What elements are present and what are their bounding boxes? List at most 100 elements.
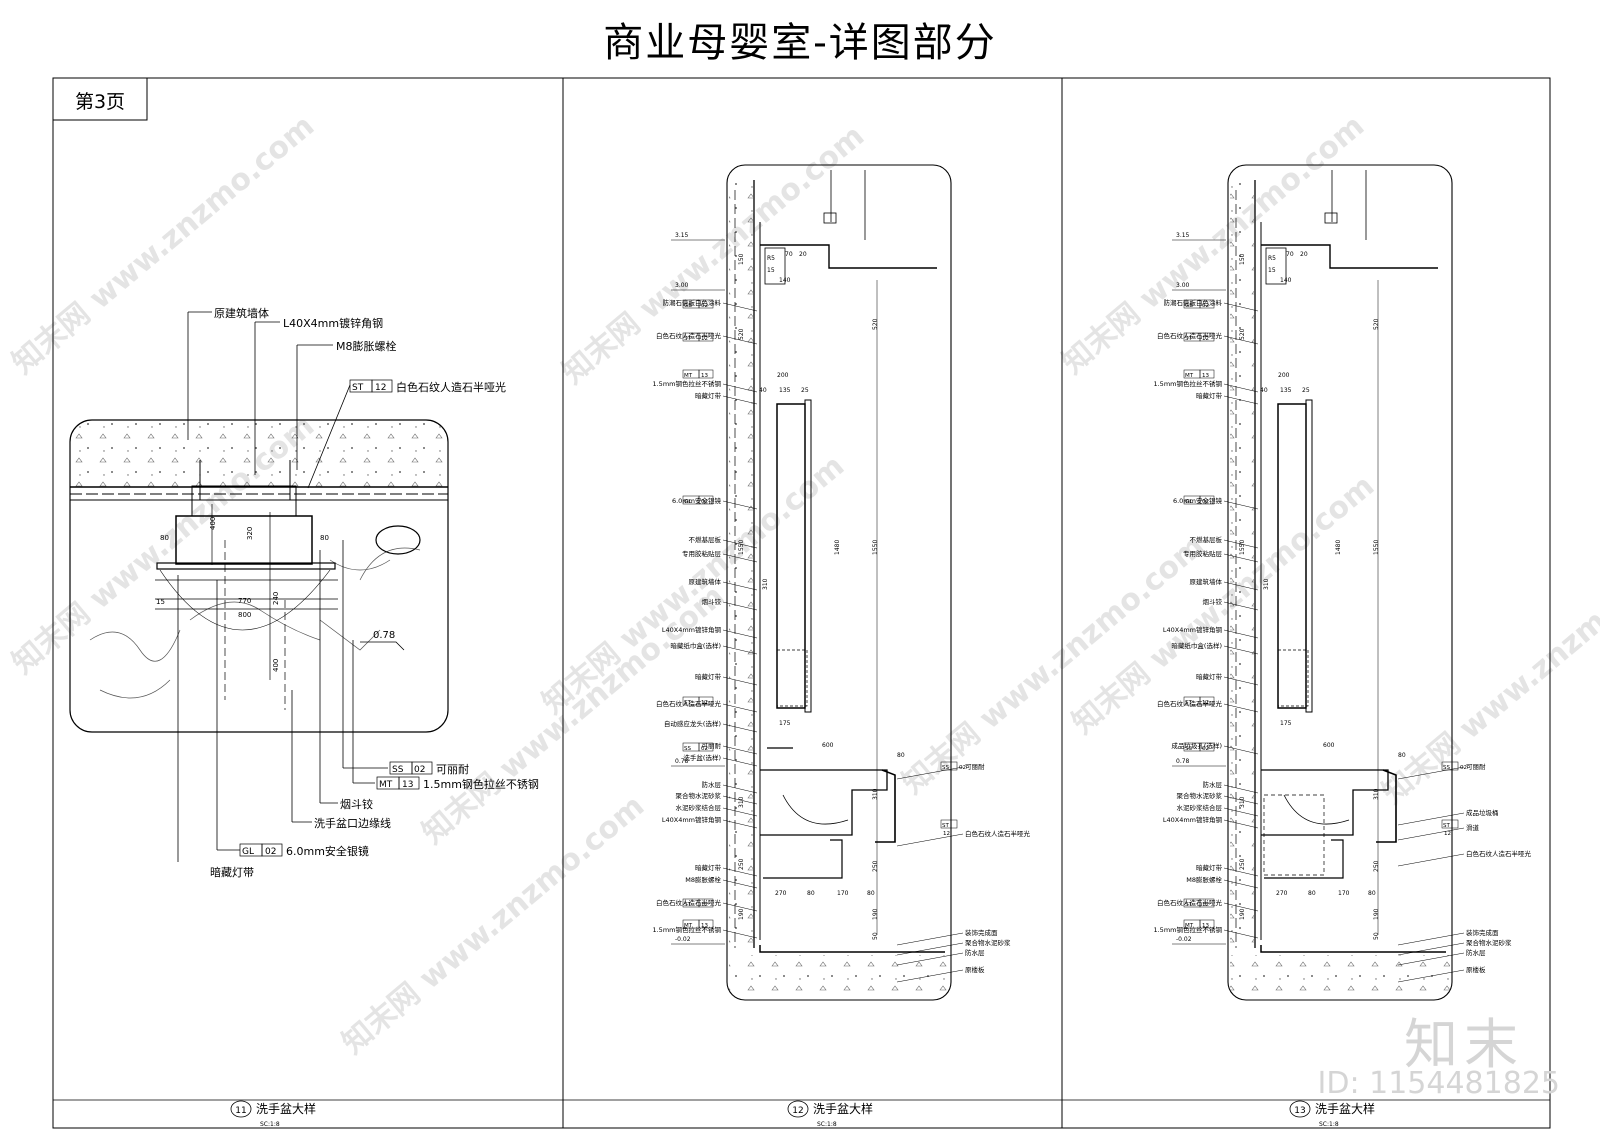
section-tag-num-3: 02 (701, 499, 708, 505)
section-label-15: 洗手盆(选样) (683, 753, 721, 762)
sheet-frame (52, 77, 1551, 1129)
dim-240: 240 (272, 592, 280, 605)
label-leader (722, 302, 758, 312)
label-leader (1223, 795, 1259, 805)
label-leader (1223, 539, 1259, 549)
section-tag-num-0: 02 (701, 303, 708, 309)
section-label-17: L40X4mm镀锌角钢 (1163, 815, 1223, 824)
tag-box (698, 919, 714, 929)
label-leader (1397, 952, 1465, 966)
footer-13: 13 洗手盆大样 SC:1:8 (1289, 1100, 1375, 1128)
section-label-9: L40X4mm镀锌角钢 (662, 625, 722, 634)
section-dim-v-3: 310 (738, 796, 745, 808)
section-tag-num-1: 12 (701, 336, 708, 342)
section-dim-h-11: R5 (767, 255, 775, 262)
section-label-11: 暗藏灯带 (695, 672, 722, 681)
label-leader (722, 395, 758, 405)
label-leader (896, 942, 964, 956)
section-dim-h-0: 200 (1278, 372, 1290, 379)
label-hinge: 烟斗铰 (340, 797, 373, 811)
label-expansion-bolt: M8膨胀螺栓 (336, 339, 397, 353)
ceiling-line (1261, 244, 1438, 269)
section-label-5: 不燃基层板 (1190, 535, 1223, 544)
label-leader (722, 757, 758, 767)
label-leader (1223, 745, 1259, 755)
section-dim-h-9: 80 (867, 890, 875, 897)
wall-hatch (729, 180, 753, 948)
section-level-0: 3.15 (675, 232, 689, 239)
section-label-8: 烟斗铰 (1203, 597, 1223, 606)
section-dim-v-10: 310 (872, 788, 879, 800)
label-leader (1223, 645, 1259, 655)
section-dim-v-6: 520 (1373, 318, 1380, 330)
label-leader (1397, 812, 1465, 826)
section-dim-v-9: 310 (762, 578, 769, 590)
label-leader (1397, 827, 1465, 841)
label-leader (896, 952, 964, 966)
dim-80a: 80 (160, 534, 169, 542)
section-level-3: -0.02 (1176, 936, 1192, 943)
section-tag-code-6: ST (1185, 902, 1192, 908)
tag-box (1441, 761, 1459, 771)
section-dim-v-1: 520 (738, 328, 745, 340)
footer-12: 12 洗手盆大样 SC:1:8 (787, 1100, 873, 1128)
section-dim-v-9: 310 (1263, 578, 1270, 590)
tag-box (698, 742, 714, 752)
section-dim-h-8: 170 (1338, 890, 1350, 897)
label-leader (722, 879, 758, 889)
dim-80b: 80 (320, 534, 329, 542)
section-label-15: 聚合物水泥砂浆 (1177, 791, 1223, 800)
section-right-label-0: 可丽耐 (965, 763, 985, 771)
label-leader (722, 553, 758, 563)
section-dim-h-8: 170 (837, 890, 849, 897)
section-label-3: 暗藏灯带 (1196, 391, 1223, 400)
section-label-14: 防水层 (1203, 780, 1223, 789)
section-right-label-2: 滑道 (1466, 823, 1480, 832)
tag-box (698, 332, 714, 342)
section-right-label-3: 聚合物水泥砂浆 (965, 938, 1011, 947)
label-leader (1223, 703, 1259, 713)
label-leader (1397, 942, 1465, 956)
lower-panel (1264, 839, 1344, 879)
section-dim-h-6: 270 (775, 890, 787, 897)
label-leader (1223, 867, 1259, 877)
mirror-cabinet (776, 403, 806, 709)
label-leader (1223, 581, 1259, 591)
label-leader (1223, 601, 1259, 611)
section-tag-code-3: GL (1185, 499, 1193, 505)
section-dim-h-7: 80 (1308, 890, 1316, 897)
section-label-16: 防水层 (702, 780, 722, 789)
section-tag-num-5: 02 (701, 746, 708, 752)
section-label-22: 白色石纹人造石半哑光 (656, 898, 722, 907)
section-tag-num-2: 13 (701, 373, 708, 379)
section-level-1: 3.00 (675, 282, 689, 289)
section-label-5: 不燃基层板 (689, 535, 722, 544)
counter-edge (875, 769, 896, 843)
right-tag-num-0: 02 (959, 765, 966, 771)
label-leader (1397, 969, 1465, 983)
section-tag-code-1: ST (684, 336, 691, 342)
tag-box (1199, 696, 1215, 706)
section-label-4: 6.0mm安全银镜 (672, 496, 722, 505)
label-original-wall: 原建筑墙体 (214, 306, 269, 320)
floor-hatch (729, 955, 949, 995)
right-tag-num-0: 02 (1460, 765, 1467, 771)
tissue-box (776, 649, 808, 707)
label-leader (722, 784, 758, 794)
section-dim-v-11: 250 (872, 860, 879, 872)
plan-level: 0.78 (373, 630, 395, 641)
tag-box (698, 696, 714, 706)
footer-13-scale: SC:1:8 (1319, 1121, 1339, 1128)
ceiling-box (764, 247, 786, 285)
section-dim-v-11: 250 (1373, 860, 1380, 872)
tag-st-num: 12 (375, 383, 386, 393)
section-label-18: 暗藏灯带 (1196, 863, 1223, 872)
section-tag-num-6: 12 (1202, 902, 1209, 908)
label-leader (722, 929, 758, 939)
label-leader (896, 932, 964, 946)
label-leader (722, 807, 758, 817)
section-label-3: 暗藏灯带 (695, 391, 722, 400)
section-dim-h-6: 270 (1276, 890, 1288, 897)
section-label-0: 防潮石膏板白色涂料 (663, 298, 722, 307)
label-angle-steel: L40X4mm镀锌角钢 (283, 316, 383, 330)
